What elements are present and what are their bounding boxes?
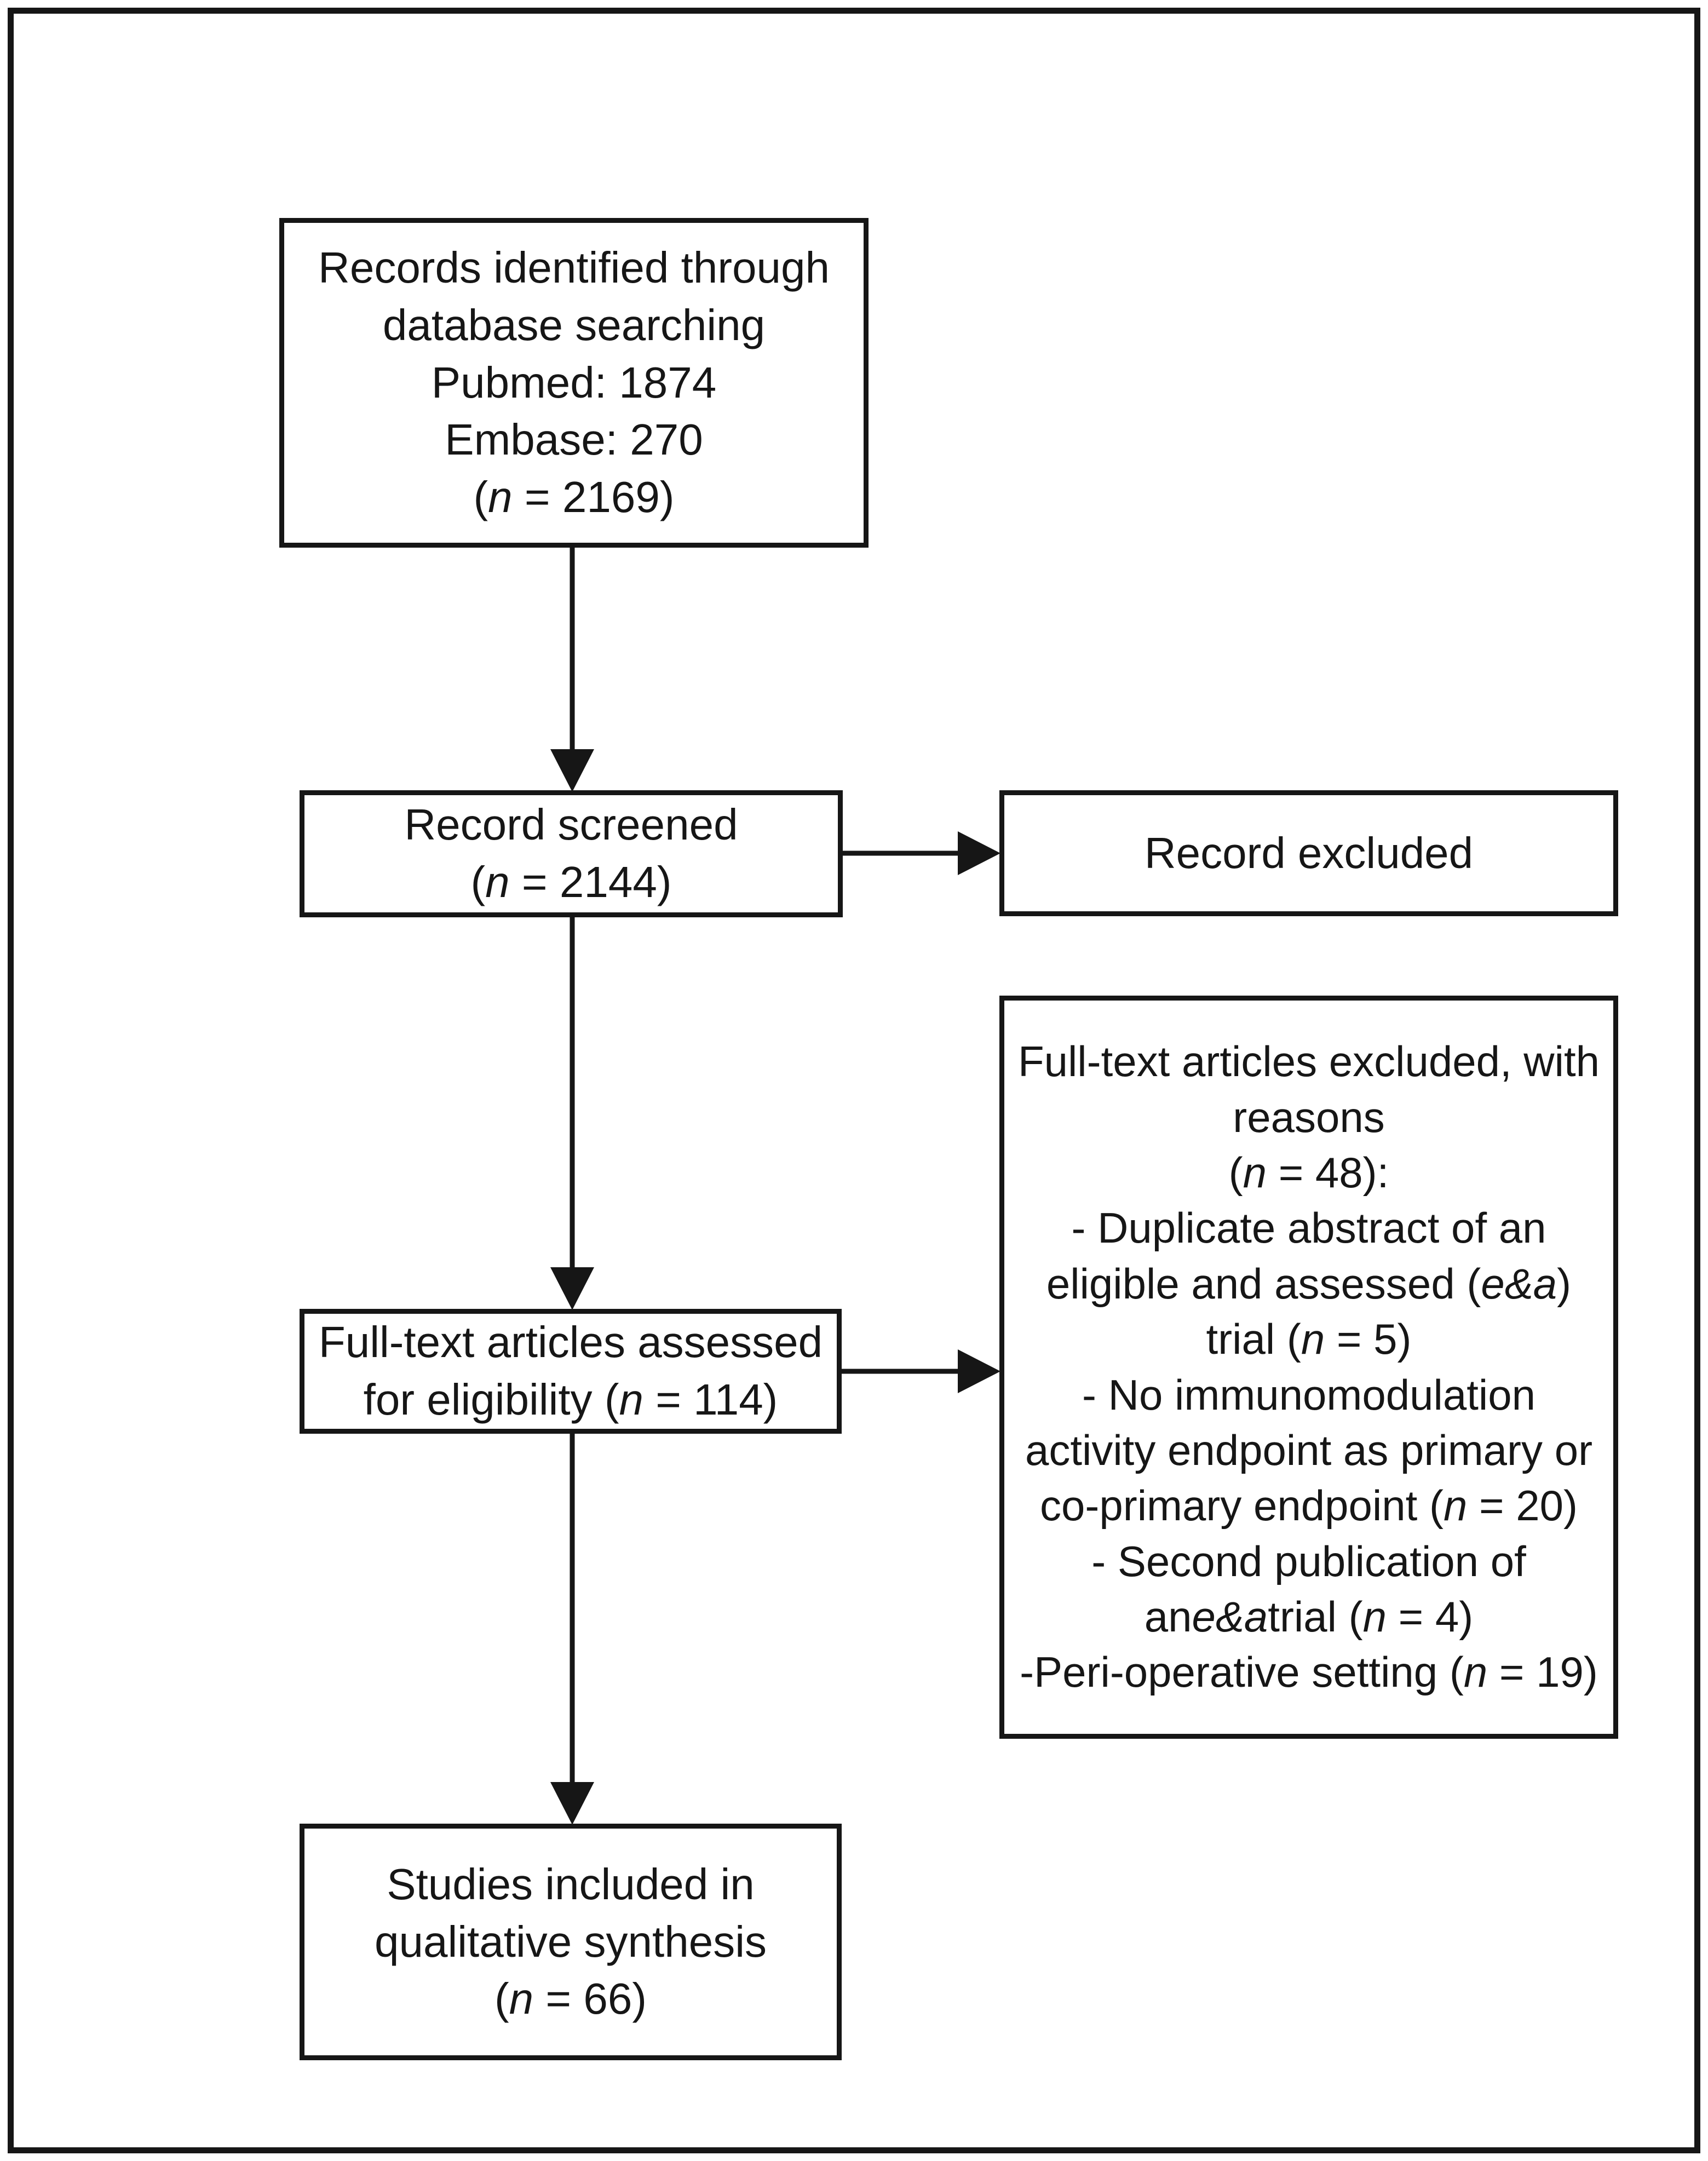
text-line: - No immunomodulation	[1082, 1370, 1536, 1419]
box-fulltext-excluded-reasons: Full-text articles excluded, with reasons…	[999, 996, 1618, 1739]
text-line: Record excluded	[1144, 828, 1474, 877]
text-line: trial (n = 5)	[1206, 1315, 1412, 1364]
box-studies-included: Studies included in qualitative synthesis…	[300, 1824, 842, 2060]
box-fulltext-assessed: Full-text articles assessed for eligibili…	[300, 1309, 842, 1434]
outer-border	[8, 8, 1700, 2153]
text-line: (n = 66)	[494, 1974, 647, 2024]
text-line: -Peri-operative setting (n = 19)	[1020, 1648, 1598, 1697]
text-line: Records identified through	[318, 243, 830, 292]
text-line: activity endpoint as primary or	[1025, 1426, 1593, 1474]
box-records-screened: Record screened (n = 2144)	[300, 790, 843, 917]
text-line: Studies included in	[387, 1859, 755, 1909]
text-line: Full-text articles assessed	[318, 1318, 823, 1367]
text-line: for eligibility (n = 114)	[363, 1375, 778, 1424]
text-line: Embase: 270	[445, 415, 703, 464]
text-line: - Second publication of	[1091, 1537, 1526, 1585]
text-line: Pubmed: 1874	[431, 358, 717, 407]
text-line: Record screened	[404, 800, 738, 849]
text-line: (n = 2144)	[470, 858, 672, 906]
text-line: eligible and assessed (e&a)	[1046, 1259, 1572, 1308]
box-records-excluded: Record excluded	[999, 790, 1618, 916]
text-line: Full-text articles excluded, with	[1017, 1037, 1600, 1086]
text-line: (n = 2169)	[473, 473, 675, 522]
text-line: ane&atrial (n = 4)	[1144, 1593, 1474, 1641]
text-line: (n = 48):	[1228, 1148, 1389, 1197]
text-line: reasons	[1233, 1093, 1385, 1141]
box-records-identified: Records identified through database searc…	[279, 218, 869, 548]
text-line: - Duplicate abstract of an	[1071, 1204, 1546, 1252]
text-line: database searching	[382, 300, 766, 349]
text-line: co-primary endpoint (n = 20)	[1040, 1481, 1578, 1530]
text-line: qualitative synthesis	[375, 1917, 767, 1966]
